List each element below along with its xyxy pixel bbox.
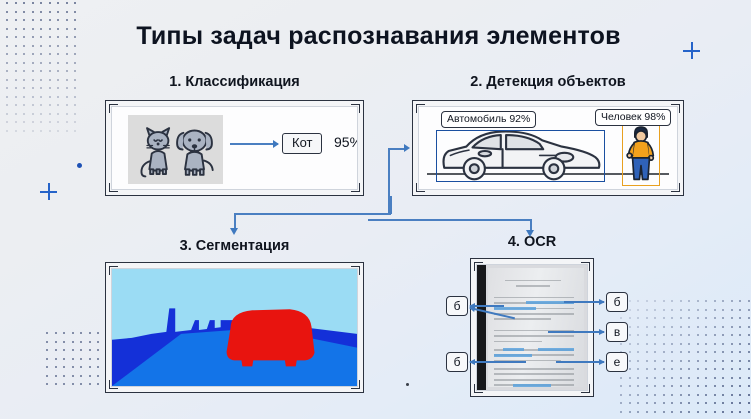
ocr-callout-left-1: б [446, 296, 468, 316]
segmentation-mask [112, 269, 357, 386]
cat-and-dog-image [128, 115, 223, 184]
frame-corner-icon [109, 183, 118, 192]
ocr-leader-line [470, 305, 504, 307]
panel-ocr [470, 258, 594, 397]
cat-dog-icon [140, 127, 214, 178]
dark-dot [406, 383, 409, 386]
ocr-callout-right-2: в [606, 322, 628, 342]
flow-arrow-icon [526, 230, 534, 237]
panel-caption-segmentation: 3. Сегментация [179, 238, 290, 254]
document-page [488, 268, 584, 390]
document-text-line [493, 335, 575, 337]
ocr-highlight [503, 348, 525, 352]
flow-connector-1-2 [388, 148, 390, 213]
frame-corner-icon [581, 262, 590, 271]
ocr-callout-left-2: б [446, 352, 468, 372]
ocr-leader-line [564, 301, 604, 303]
frame-corner-icon [109, 266, 118, 275]
ocr-callout-right-1: б [606, 292, 628, 312]
frame-corner-icon [351, 104, 360, 113]
predicted-label-badge: Кот [282, 133, 323, 155]
dot-grid-bottom-left [46, 332, 106, 392]
panel-caption-classification: 1. Классификация [169, 74, 300, 90]
classification-confidence: 95% [334, 134, 357, 150]
frame-corner-icon [416, 104, 425, 113]
frame-corner-icon [109, 380, 118, 389]
frame-corner-icon [581, 384, 590, 393]
flow-arrow-icon [229, 228, 238, 235]
ocr-highlight [537, 348, 575, 352]
document-text-line [493, 378, 575, 381]
ocr-highlight [493, 306, 536, 310]
slide-title: Типы задач распознавания элементов [136, 22, 621, 50]
flow-connector-3-4 [368, 219, 531, 221]
document-text-line [493, 389, 558, 390]
document-text-line [493, 373, 575, 376]
ocr-leader-line [548, 331, 604, 333]
document-text-line [515, 285, 551, 287]
flow-connector-2-3 [234, 213, 391, 215]
frame-corner-icon [416, 183, 425, 192]
panel-classification: Кот 95% [105, 100, 364, 196]
document-text-line [493, 329, 575, 332]
document-text-line [493, 354, 575, 356]
panel-detection: Автомобиль 92% Человек 98% [412, 100, 684, 196]
ocr-highlight [512, 383, 552, 387]
flow-arrow-icon [404, 143, 410, 152]
document-text-line [493, 340, 542, 343]
plus-icon [40, 183, 57, 200]
flow-connector-2-3 [234, 213, 236, 230]
document-text-line [493, 367, 575, 370]
person-illustration [626, 126, 655, 181]
dot-grid-bottom-right [620, 300, 751, 419]
frame-corner-icon [351, 183, 360, 192]
frame-corner-icon [671, 183, 680, 192]
frame-corner-icon [474, 384, 483, 393]
panel-segmentation [105, 262, 364, 393]
blue-dot [77, 163, 82, 168]
ocr-leader-line [470, 361, 526, 363]
panel-caption-detection: 2. Детекция объектов [470, 74, 626, 90]
flow-connector-1-2 [388, 148, 406, 150]
detection-box-person [622, 122, 660, 186]
document-text-line [505, 279, 561, 282]
ocr-highlight [526, 301, 575, 305]
frame-corner-icon [351, 380, 360, 389]
segmentation-mask-svg [112, 269, 357, 386]
frame-corner-icon [351, 266, 360, 275]
document-text-line [493, 318, 552, 321]
frame-corner-icon [474, 262, 483, 271]
ocr-highlight [493, 353, 533, 357]
panel-caption-ocr: 4. OCR [507, 234, 557, 250]
flow-connector-2-3 [390, 196, 392, 214]
classification-arrow-icon [230, 143, 278, 145]
detection-label-car: Автомобиль 92% [441, 111, 537, 128]
flow-connector-3-4 [530, 219, 532, 232]
ocr-callout-right-3: е [606, 352, 628, 372]
frame-corner-icon [671, 104, 680, 113]
document-text-line [493, 312, 575, 315]
document-text-line [493, 359, 561, 362]
document-text-line [493, 296, 575, 299]
document-text-line [493, 348, 575, 351]
frame-corner-icon [109, 104, 118, 113]
ocr-leader-line [556, 361, 604, 363]
car-illustration [442, 130, 601, 181]
detection-label-person: Человек 98% [595, 109, 672, 126]
document-spine [477, 265, 486, 390]
scanned-document [477, 265, 587, 390]
detection-box-car [436, 130, 605, 182]
